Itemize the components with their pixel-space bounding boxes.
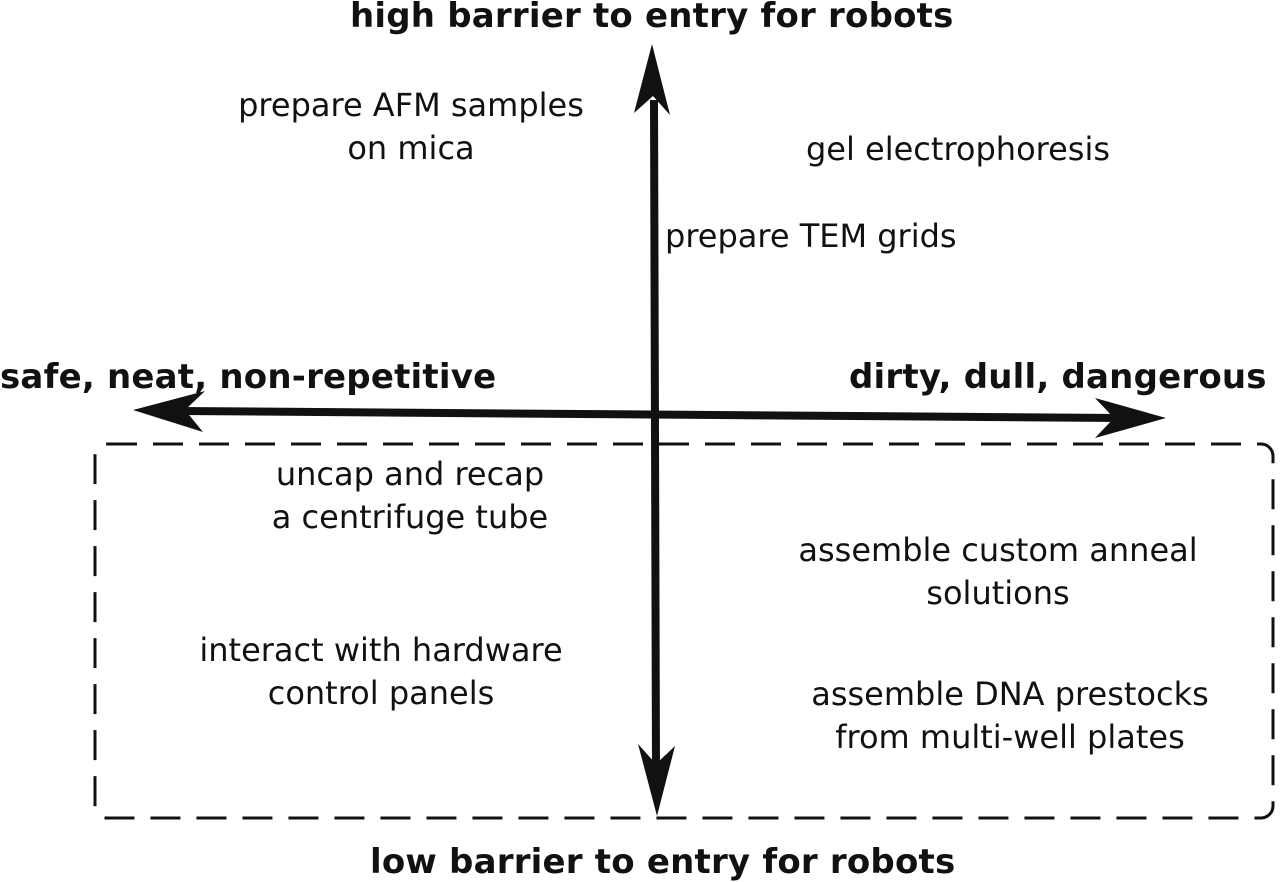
down-arrowhead-icon xyxy=(638,744,675,816)
task-assemble-dna-prestocks: assemble DNA prestocks from multi-well p… xyxy=(811,673,1209,759)
low-barrier-region-box xyxy=(93,442,1275,820)
task-assemble-anneal-solutions: assemble custom anneal solutions xyxy=(798,529,1197,615)
task-line: a centrifuge tube xyxy=(271,498,549,536)
right-axis-label: dirty, dull, dangerous xyxy=(849,357,1267,397)
task-prepare-tem-grids: prepare TEM grids xyxy=(665,215,957,258)
vertical-axis-line xyxy=(650,99,660,771)
task-gel-electrophoresis: gel electrophoresis xyxy=(806,128,1110,171)
task-line: from multi-well plates xyxy=(835,718,1185,756)
task-prepare-afm-samples: prepare AFM samples on mica xyxy=(238,84,584,170)
task-line: solutions xyxy=(926,574,1070,612)
horizontal-axis-line xyxy=(179,407,1121,422)
task-line: control panels xyxy=(267,674,495,712)
task-line: interact with hardware xyxy=(199,631,563,669)
task-line: uncap and recap xyxy=(275,455,545,493)
task-line: on mica xyxy=(347,129,475,167)
task-line: assemble DNA prestocks xyxy=(811,675,1209,713)
right-arrowhead-icon xyxy=(1095,398,1166,438)
up-arrowhead-icon xyxy=(634,44,670,115)
left-axis-label: safe, neat, non-repetitive xyxy=(0,357,497,397)
task-line: assemble custom anneal xyxy=(798,531,1198,569)
task-interact-hardware-panels: interact with hardware control panels xyxy=(199,629,562,715)
task-line: gel electrophoresis xyxy=(805,130,1111,168)
task-line: prepare AFM samples xyxy=(238,86,584,124)
top-axis-label: high barrier to entry for robots xyxy=(350,0,954,36)
task-line: prepare TEM grids xyxy=(665,217,957,255)
left-arrowhead-icon xyxy=(133,391,205,432)
bottom-axis-label: low barrier to entry for robots xyxy=(370,842,956,882)
task-uncap-recap-tube: uncap and recap a centrifuge tube xyxy=(272,453,548,539)
